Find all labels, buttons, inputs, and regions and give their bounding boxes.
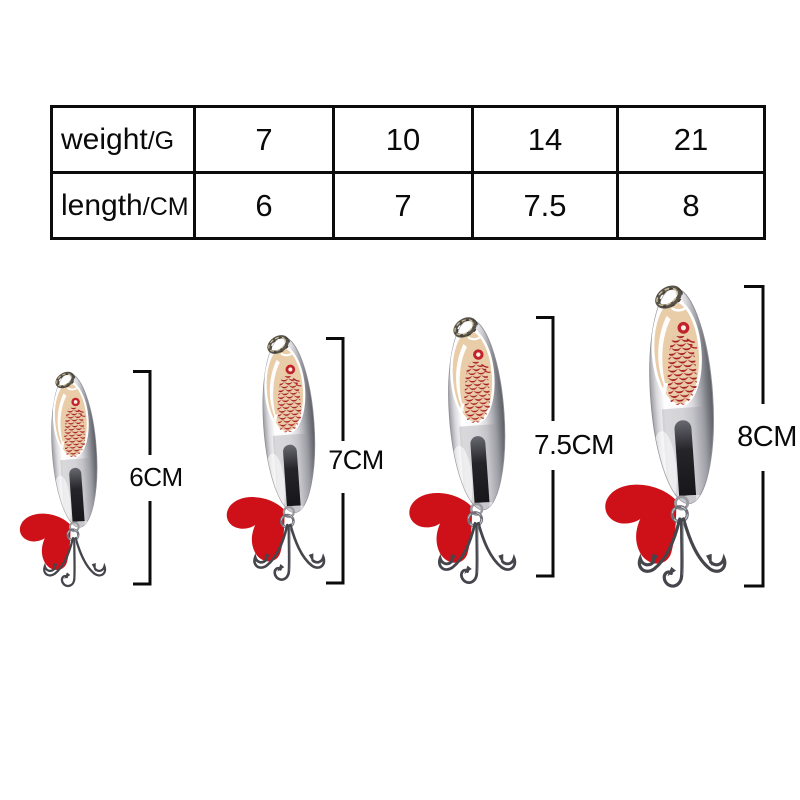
measure-bracket-6cm xyxy=(133,370,152,586)
length-value-4: 8 xyxy=(616,171,766,240)
row-label-length: length/CM xyxy=(50,171,196,240)
weight-value-3: 14 xyxy=(471,105,619,174)
spec-table: weight/G 7 10 14 21 length/CM 6 7 7.5 8 xyxy=(50,105,766,240)
row-label-suffix: /G xyxy=(147,126,175,155)
lure-6cm xyxy=(20,370,105,586)
size-label-7cm: 7CM xyxy=(328,445,384,475)
size-label-7-5cm: 7.5CM xyxy=(534,429,614,460)
row-label-suffix: /CM xyxy=(142,192,189,221)
weight-value-2: 10 xyxy=(332,105,474,174)
measure-bracket-8cm xyxy=(744,285,765,588)
weight-value-1: 7 xyxy=(193,105,335,174)
table-row-weight: weight/G 7 10 14 21 xyxy=(50,105,766,174)
row-label-word: length xyxy=(61,188,143,222)
size-label-6cm: 6CM xyxy=(129,462,182,492)
lure-8cm xyxy=(605,283,725,586)
length-value-3: 7.5 xyxy=(471,171,619,240)
length-value-2: 7 xyxy=(332,171,474,240)
length-value-1: 6 xyxy=(193,171,335,240)
row-label-weight: weight/G xyxy=(50,105,196,174)
lure-7-5cm xyxy=(409,315,515,583)
measure-bracket-7cm xyxy=(326,337,345,585)
size-label-8cm: 8CM xyxy=(737,421,797,453)
lure-7cm xyxy=(227,333,324,580)
row-label-word: weight xyxy=(61,122,148,156)
measure-bracket-7-5cm xyxy=(536,316,555,578)
weight-value-4: 21 xyxy=(616,105,766,174)
table-row-length: length/CM 6 7 7.5 8 xyxy=(50,171,766,240)
